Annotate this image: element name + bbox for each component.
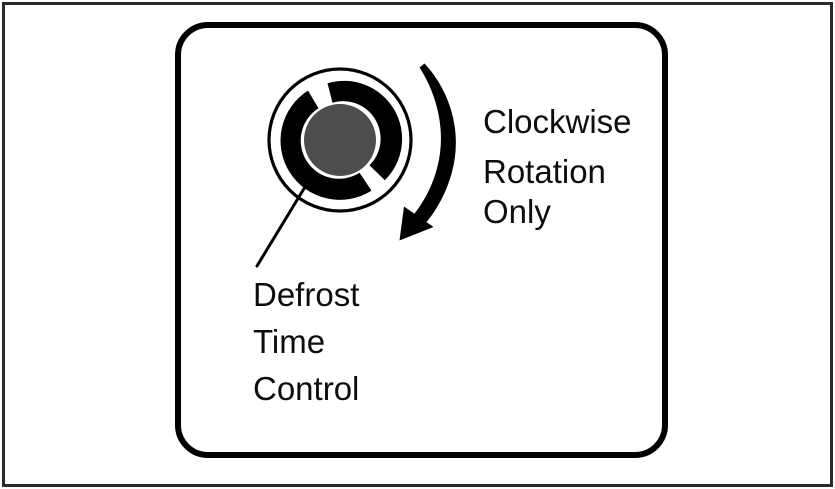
knob-collar-upper-right-segment (327, 80, 403, 181)
rotation-label-line-1: Clockwise (483, 103, 632, 140)
knob-collar-main-segment (280, 90, 372, 200)
clockwise-rotation-arrow (399, 63, 456, 241)
control-label-line-2: Time (253, 323, 325, 360)
control-label-line-1: Defrost (253, 276, 359, 313)
rotation-label-line-2: Rotation (483, 153, 606, 190)
rounded-panel (175, 22, 668, 458)
knob-center-disc[interactable] (304, 104, 376, 176)
defrost-time-control-label: Defrost Time Control (253, 276, 359, 407)
clockwise-rotation-label: Clockwise Rotation Only (483, 103, 632, 230)
control-label-line-3: Control (253, 370, 359, 407)
knob-leader-line (255, 180, 310, 268)
knob-outer-ring (267, 67, 413, 213)
rotation-label-line-3: Only (483, 193, 551, 230)
rotation-arrow-shaft (413, 63, 456, 224)
knob-collar (280, 80, 403, 200)
defrost-time-control-knob[interactable] (267, 67, 413, 213)
rotation-arrow-head (399, 206, 434, 241)
